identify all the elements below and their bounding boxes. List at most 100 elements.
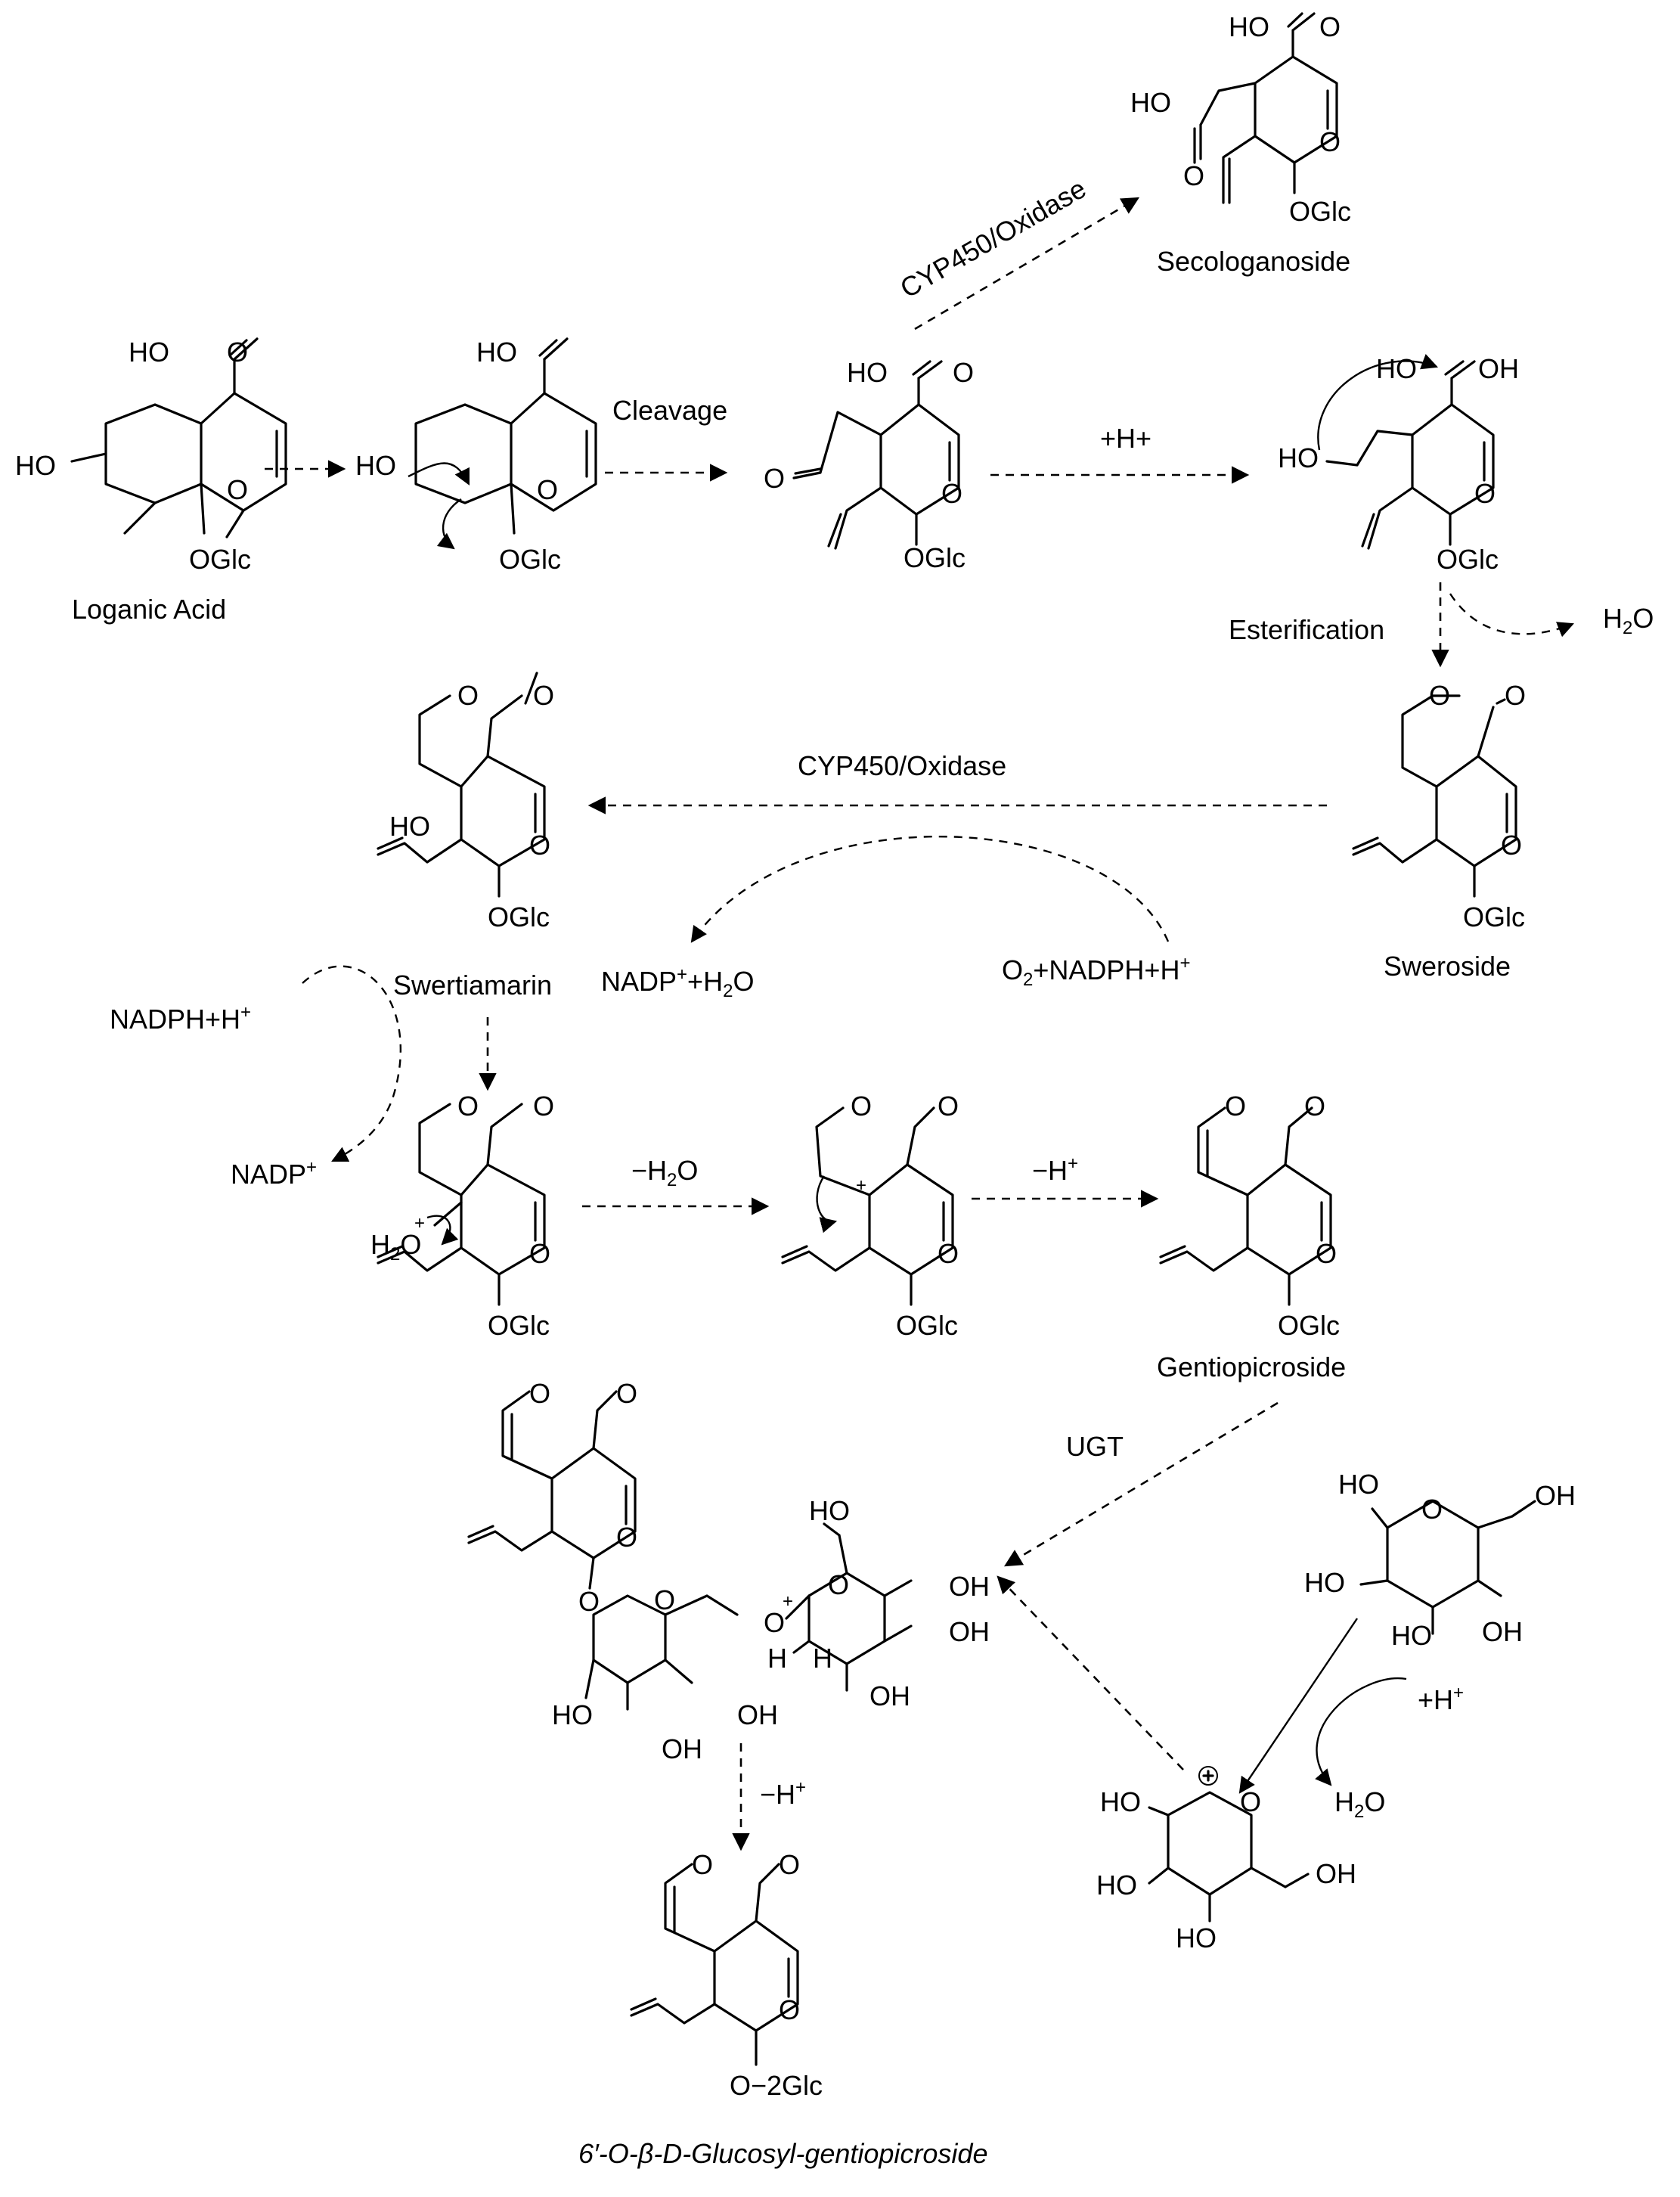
add-glc2-ring-o: O xyxy=(828,1569,849,1600)
add-glc1-ring-o: O xyxy=(654,1584,675,1615)
swer-ring-o: O xyxy=(1501,830,1522,861)
prot-oglc: OGlc xyxy=(1437,544,1499,575)
swt-oglc: OGlc xyxy=(488,901,550,932)
ox-oglc: OGlc xyxy=(488,1310,550,1341)
fin-o2glc: O−2Glc xyxy=(730,2070,823,2101)
arrow-electron-push-2 xyxy=(436,498,462,550)
add-oxonium-charge: + xyxy=(783,1591,793,1612)
swt-lactone-o: O xyxy=(457,680,479,711)
int2-oglc: OGlc xyxy=(499,544,561,575)
loganic-hydroxyl-ho: HO xyxy=(15,450,56,481)
cyp450-middle-label: CYP450/Oxidase xyxy=(798,750,1006,781)
carbocation-intermediate-structure xyxy=(781,1106,954,1306)
add-glc1-ho-a: HO xyxy=(552,1699,593,1730)
water-loss-top-label: H2O xyxy=(1603,603,1654,638)
int2-ho: HO xyxy=(476,337,517,368)
cat-carbonyl-o: O xyxy=(938,1091,959,1122)
protonated-intermediate-structure xyxy=(1325,360,1495,550)
prot-ring-o: O xyxy=(1474,478,1496,509)
loganic-ring-o: O xyxy=(227,474,248,505)
oxc-ring-o: O xyxy=(1240,1786,1261,1817)
glucose-structure xyxy=(1359,1500,1536,1635)
ald-oglc: OGlc xyxy=(904,542,966,573)
add-anomeric-h: H xyxy=(813,1643,832,1674)
ald-ho: HO xyxy=(847,357,888,388)
cyp450-top-label: CYP450/Oxidase xyxy=(895,172,1092,304)
swer-oglc: OGlc xyxy=(1463,901,1525,932)
glc-ho-c: HO xyxy=(1391,1620,1432,1651)
loganic-ho: HO xyxy=(129,337,169,368)
ox-lactone-o: O xyxy=(457,1091,479,1122)
int2-ring-o: O xyxy=(537,474,558,505)
add-oxonium-h: H xyxy=(767,1643,787,1674)
arrow-to-secologanoside xyxy=(914,197,1140,330)
glucosyl-gentiopicroside-label: 6′-O-β-D-Glucosyl-gentiopicroside xyxy=(578,2138,987,2169)
fin-lactone-o: O xyxy=(692,1849,713,1880)
minus-water-label: −H2O xyxy=(631,1155,698,1190)
sweroside-structure xyxy=(1352,694,1517,898)
ox-ring-o: O xyxy=(529,1238,550,1269)
gentiopicroside-structure xyxy=(1159,1106,1332,1306)
int2-hydroxyl-ho: HO xyxy=(355,450,396,481)
arrow-glucose-to-cation xyxy=(1238,1618,1358,1794)
seco-ho-top: HO xyxy=(1229,11,1269,42)
ugt-label: UGT xyxy=(1066,1431,1124,1462)
add-glycosidic-o: O xyxy=(578,1586,600,1617)
arrow-water-release xyxy=(1315,1677,1407,1786)
fin-ring-o: O xyxy=(779,1994,800,2025)
loganic-oglc: OGlc xyxy=(189,544,251,575)
prot-hydroxyl-ho: HO xyxy=(1278,442,1319,473)
fin-carbonyl-o: O xyxy=(779,1849,800,1880)
swertiamarin-label: Swertiamarin xyxy=(393,970,552,1001)
nadp-label: NADP+ xyxy=(231,1157,317,1190)
arrow-nadph-cycle xyxy=(302,965,402,1162)
add-ring-o: O xyxy=(616,1522,637,1553)
glc-oh-a: OH xyxy=(1535,1480,1576,1511)
o2-nadph-label: O2+NADPH+H+ xyxy=(1002,953,1190,990)
glc-ho-b: HO xyxy=(1304,1567,1345,1598)
minus-h-final-label: −H+ xyxy=(760,1777,806,1810)
arrow-esterification-push xyxy=(1317,354,1439,451)
secologanoside-structure xyxy=(1193,12,1338,204)
cat-ring-o: O xyxy=(938,1238,959,1269)
cat-oglc: OGlc xyxy=(896,1310,958,1341)
add-lactone-o: O xyxy=(529,1378,550,1409)
aldehyde-intermediate-structure xyxy=(792,360,960,550)
swer-carbonyl-o: O xyxy=(1505,680,1526,711)
nadp-h2o-label: NADP++H2O xyxy=(601,964,754,1001)
gentiopicroside-label: Gentiopicroside xyxy=(1157,1351,1346,1382)
seco-carbonyl-o-side: O xyxy=(1183,160,1204,191)
oxonium-intermediate-structure xyxy=(377,1103,546,1306)
loganic-acid-structure xyxy=(70,337,287,538)
ald-carbonyl-o: O xyxy=(953,357,974,388)
oxc-ho-c: HO xyxy=(1176,1922,1217,1953)
gent-carbonyl-o: O xyxy=(1304,1091,1325,1122)
arrow-water-leaving xyxy=(426,1215,459,1246)
swt-ring-o: O xyxy=(529,830,550,861)
swertiamarin-structure xyxy=(377,672,546,898)
arrow-hydride-shift xyxy=(816,1175,838,1233)
oxocarbenium-structure xyxy=(1148,1766,1310,1922)
add-glc2-oh-b: OH xyxy=(949,1616,990,1647)
loganic-acid-label: Loganic Acid xyxy=(72,594,226,625)
ald-aldehyde-o: O xyxy=(764,463,785,494)
arrow-water-loss-top xyxy=(1449,593,1575,638)
seco-ring-o: O xyxy=(1319,126,1341,157)
arrow-electron-push-1 xyxy=(408,462,470,486)
cat-lactone-o: O xyxy=(851,1091,872,1122)
seco-carbonyl-o-top: O xyxy=(1319,11,1341,42)
ald-ring-o: O xyxy=(941,478,962,509)
oxonium-adduct-structure xyxy=(467,1390,913,1711)
minus-h-label: −H+ xyxy=(1032,1153,1078,1186)
add-glc1-oh-b: OH xyxy=(662,1733,702,1764)
cat-charge: + xyxy=(856,1175,866,1196)
ox-charge: + xyxy=(414,1213,425,1233)
protonation-label: +H+ xyxy=(1100,423,1152,454)
glucosyl-gentiopicroside-structure xyxy=(630,1863,799,2066)
glc-ring-o: O xyxy=(1421,1494,1443,1525)
arrow-ugt xyxy=(1003,1401,1279,1567)
arrow-cation-attack xyxy=(997,1575,1184,1770)
add-glc2-oh-c: OH xyxy=(869,1680,910,1711)
